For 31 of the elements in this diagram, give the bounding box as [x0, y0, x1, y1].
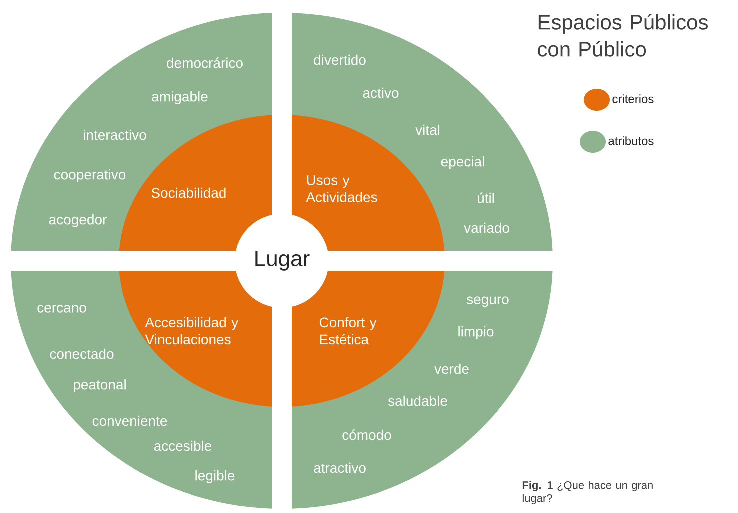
attribute-label: seguro — [467, 296, 509, 308]
attribute-label: conectado — [50, 348, 114, 360]
attribute-label: variado — [464, 222, 510, 234]
criterion-label: Usos y Actividades — [306, 176, 378, 202]
attribute-label: atractivo — [314, 462, 366, 474]
attribute-label: legible — [196, 470, 235, 484]
criterion-label: Accesibilidad y Vinculaciones — [145, 317, 239, 345]
attribute-label: divertido — [314, 54, 366, 66]
attribute-label: interactivo — [84, 130, 146, 140]
criterion-label: Confort y Estética — [320, 317, 377, 345]
attribute-label: democrárico — [167, 58, 243, 68]
attribute-label: accesible — [154, 440, 212, 452]
attribute-label: vital — [416, 124, 440, 136]
attribute-label: cómodo — [342, 430, 392, 440]
attribute-label: cooperativo — [54, 169, 126, 183]
attribute-label: peatonal — [74, 379, 126, 393]
attribute-label: acogedor — [49, 214, 107, 228]
attribute-label: amigable — [152, 91, 208, 105]
attribute-label: conveniente — [92, 416, 168, 426]
attribute-label: verde — [434, 364, 469, 374]
legend-label: atributos — [608, 136, 654, 146]
attribute-label: epecial — [441, 156, 484, 170]
attribute-label: saludable — [388, 396, 448, 406]
criterion-label: Sociabilidad — [152, 188, 226, 198]
legend-label: criterios — [612, 94, 654, 104]
attribute-label: útil — [478, 192, 494, 204]
attribute-label: cercano — [38, 305, 86, 313]
title: Espacios Públicos con Público — [538, 14, 708, 57]
attribute-label: activo — [363, 88, 399, 98]
caption: Fig. 1 ¿Que hace un gran lugar? — [522, 481, 653, 504]
attribute-label: limpio — [458, 326, 494, 340]
